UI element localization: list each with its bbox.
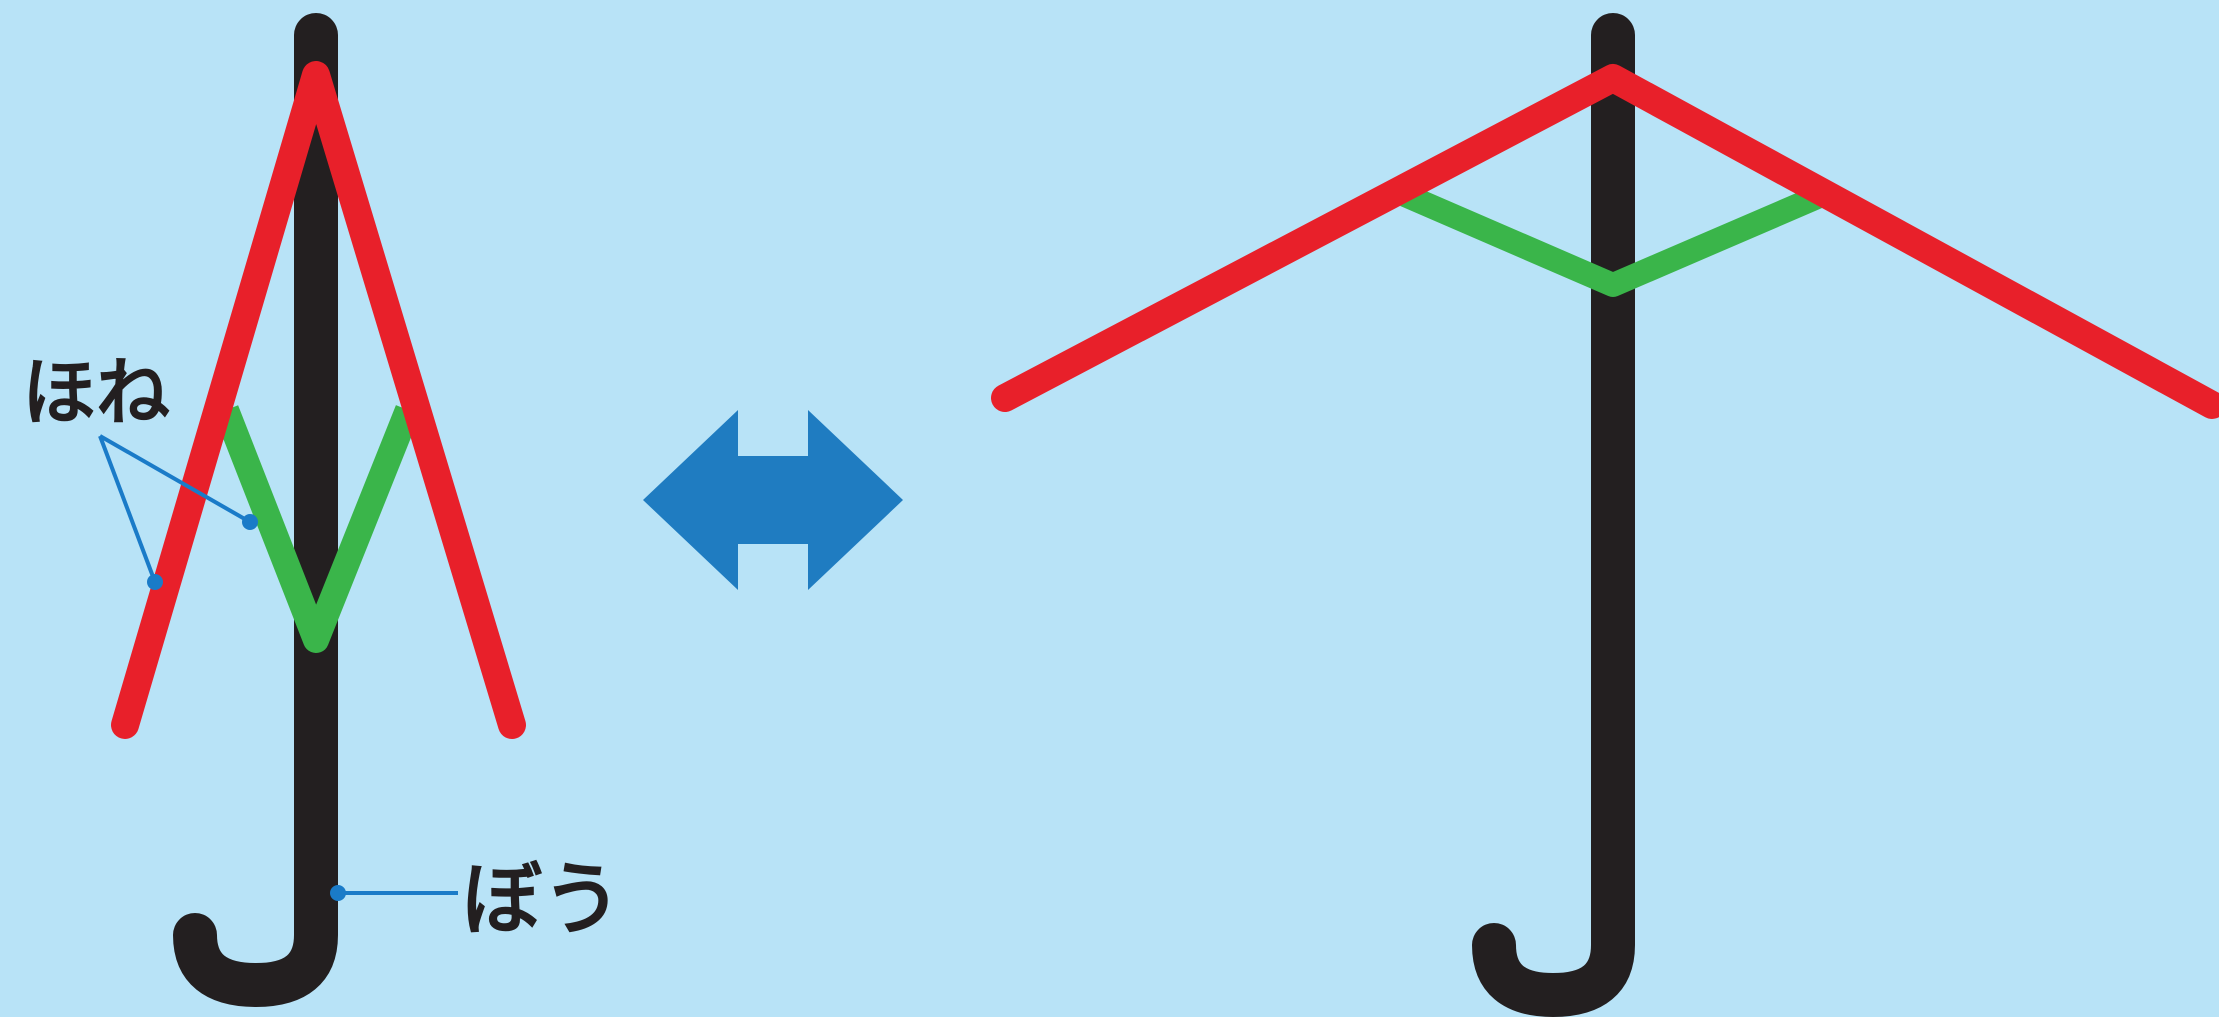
double-headed-arrow-icon xyxy=(643,410,903,590)
ribs-leader-dot-1 xyxy=(147,574,163,590)
closed-umbrella xyxy=(111,13,526,1008)
open-ribs xyxy=(991,64,2219,419)
shaft-label: ぼう xyxy=(462,853,622,946)
ribs-leader-line-1 xyxy=(98,435,157,583)
closed-ribs xyxy=(111,61,526,739)
ribs-callout: ほね xyxy=(22,350,258,590)
shaft-callout: ぼう xyxy=(330,853,622,946)
ribs-leader-dot-2 xyxy=(242,514,258,530)
open-umbrella xyxy=(991,13,2219,1017)
open-stretchers xyxy=(1400,183,1827,297)
closed-shaft xyxy=(173,13,338,1008)
ribs-label: ほね xyxy=(22,350,170,436)
closed-stretchers xyxy=(213,405,421,653)
open-shaft xyxy=(1472,13,1635,1017)
shaft-leader-dot xyxy=(330,885,346,901)
ribs-leader-line-2 xyxy=(99,434,251,524)
